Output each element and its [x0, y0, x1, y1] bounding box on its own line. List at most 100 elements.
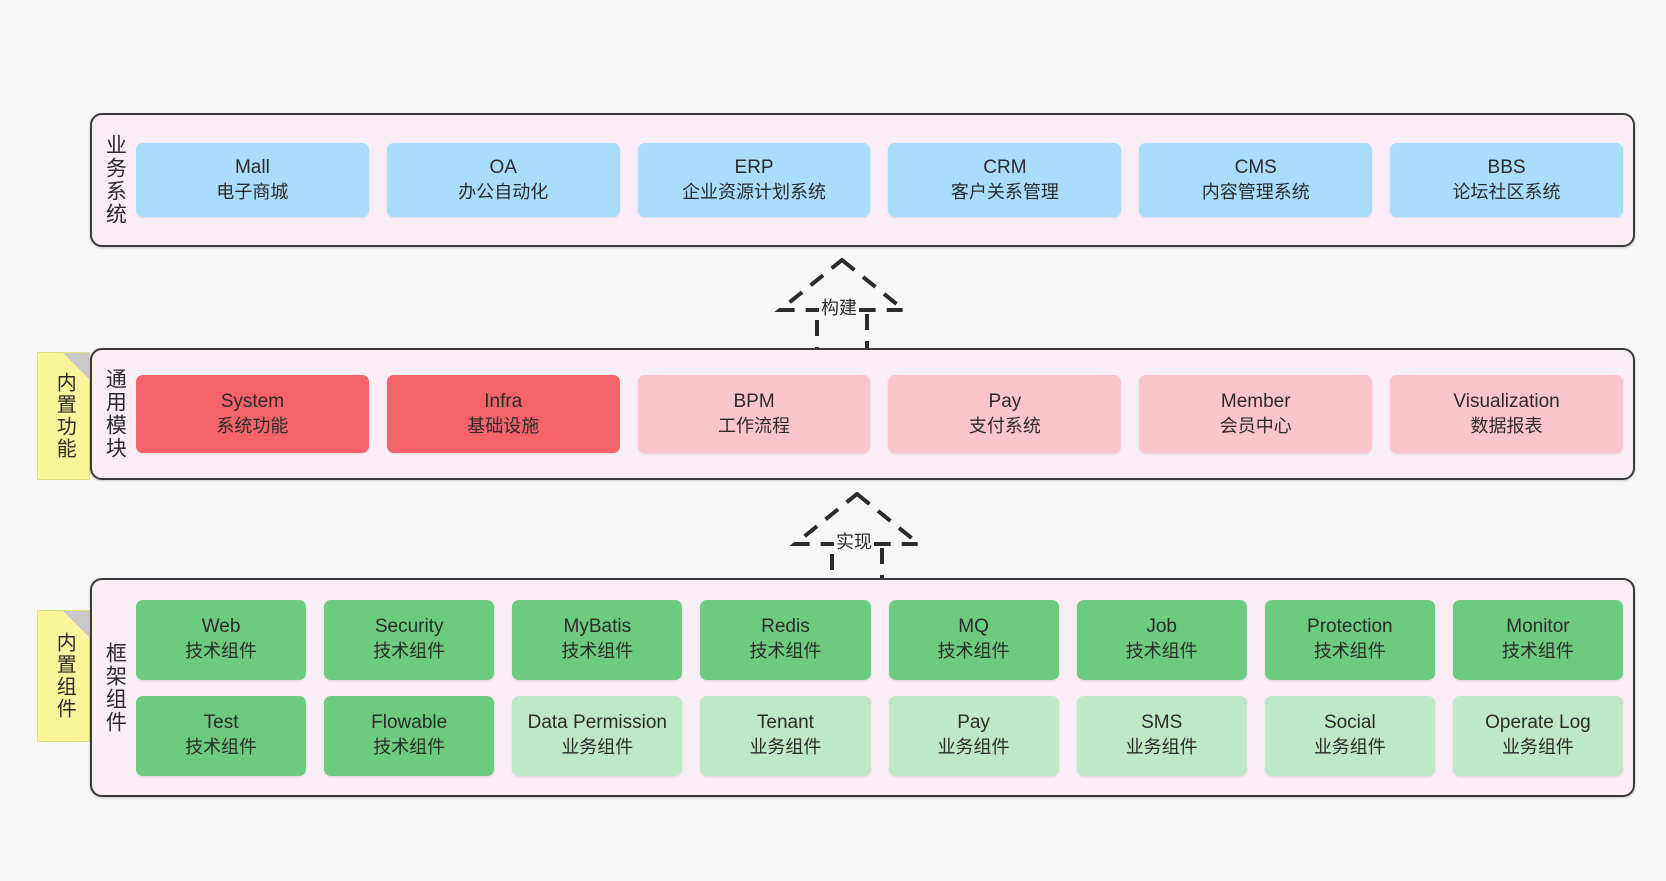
component-desc: 业务组件	[749, 737, 822, 758]
connector-build-label: 构建	[819, 294, 859, 320]
component-desc: 支付系统	[968, 415, 1041, 436]
component-desc: 业务组件	[1125, 737, 1198, 758]
component-name: Job	[1146, 616, 1177, 638]
component-name: CMS	[1234, 156, 1277, 178]
component-name: OA	[489, 156, 517, 178]
component-box[interactable]: BPM 工作流程	[637, 375, 871, 453]
component-name: Redis	[761, 616, 810, 638]
sticky-note-builtin-component-label: 内置组件	[53, 632, 76, 720]
page-fold-icon	[63, 611, 89, 637]
layer-body-common-modules: System 系统功能 Infra 基础设施 BPM 工作流程 Pay 支付系统 Member 会…	[136, 350, 1633, 478]
component-name: Web	[201, 616, 241, 638]
component-desc: 业务组件	[561, 737, 634, 758]
component-name: Security	[374, 616, 444, 638]
component-box[interactable]: Operate Log 业务组件	[1452, 695, 1623, 776]
component-desc: 业务组件	[937, 737, 1010, 758]
component-box[interactable]: Social 业务组件	[1264, 695, 1435, 776]
layer-title-framework-components: 框架组件	[103, 641, 127, 734]
component-box[interactable]: BBS 论坛社区系统	[1390, 143, 1623, 217]
component-box[interactable]: Monitor 技术组件	[1452, 599, 1623, 680]
component-desc: 技术组件	[1501, 641, 1574, 662]
layer-title-common-modules: 通用模块	[103, 368, 127, 460]
component-box[interactable]: Web 技术组件	[136, 599, 307, 680]
component-name: Protection	[1307, 616, 1393, 638]
component-name: MQ	[958, 616, 989, 638]
connector-realize: 实现	[772, 492, 942, 588]
component-box[interactable]: Tenant 业务组件	[700, 695, 871, 776]
component-box[interactable]: Pay 支付系统	[888, 375, 1122, 453]
component-box[interactable]: Member 会员中心	[1139, 375, 1373, 453]
component-name: Data Permission	[527, 712, 667, 734]
sticky-note-builtin-component: 内置组件	[37, 610, 90, 742]
component-desc: 技术组件	[1125, 641, 1198, 662]
component-box[interactable]: CMS 内容管理系统	[1139, 143, 1373, 217]
component-desc: 业务组件	[1313, 737, 1386, 758]
component-box[interactable]: System 系统功能	[136, 375, 369, 453]
component-desc: 客户关系管理	[950, 181, 1059, 202]
component-desc: 工作流程	[718, 415, 791, 436]
component-box[interactable]: Redis 技术组件	[700, 599, 871, 680]
component-box[interactable]: Data Permission 业务组件	[512, 695, 683, 776]
connector-build: 构建	[757, 258, 927, 354]
component-desc: 会员中心	[1219, 415, 1292, 436]
component-box[interactable]: Visualization 数据报表	[1390, 375, 1623, 453]
component-name: Monitor	[1506, 616, 1570, 638]
component-box[interactable]: Security 技术组件	[324, 599, 495, 680]
component-box[interactable]: Pay 业务组件	[888, 695, 1059, 776]
component-desc: 内容管理系统	[1201, 181, 1310, 202]
component-name: Social	[1323, 712, 1376, 734]
component-desc: 技术组件	[937, 641, 1010, 662]
sticky-note-builtin-function-label: 内置功能	[53, 372, 76, 460]
component-box[interactable]: ERP 企业资源计划系统	[637, 143, 871, 217]
component-name: Infra	[484, 390, 523, 412]
component-name: Visualization	[1453, 390, 1560, 412]
component-box[interactable]: MQ 技术组件	[888, 599, 1059, 680]
component-box[interactable]: Infra 基础设施	[386, 375, 620, 453]
component-name: Pay	[988, 390, 1022, 412]
component-desc: 技术组件	[373, 737, 446, 758]
page-fold-icon	[63, 353, 89, 379]
component-box[interactable]: Job 技术组件	[1076, 599, 1247, 680]
component-desc: 数据报表	[1470, 415, 1543, 436]
component-name: System	[220, 390, 285, 412]
component-desc: 电子商城	[216, 181, 289, 202]
component-name: Mall	[234, 156, 270, 178]
component-name: MyBatis	[563, 616, 632, 638]
component-desc: 技术组件	[185, 641, 258, 662]
component-desc: 企业资源计划系统	[682, 181, 827, 202]
component-desc: 技术组件	[749, 641, 822, 662]
connector-realize-label: 实现	[834, 528, 874, 554]
component-name: BBS	[1487, 156, 1526, 178]
component-name: CRM	[983, 156, 1027, 178]
component-name: BPM	[733, 390, 775, 412]
component-box[interactable]: Mall 电子商城	[136, 143, 369, 217]
component-name: Pay	[957, 712, 990, 734]
component-desc: 系统功能	[216, 415, 289, 436]
component-name: Tenant	[756, 712, 814, 734]
component-box[interactable]: CRM 客户关系管理	[888, 143, 1122, 217]
layer-common-modules: 通用模块 System 系统功能 Infra 基础设施 BPM 工作流程 Pay 支付系统 Me…	[90, 348, 1635, 480]
component-desc: 技术组件	[373, 641, 446, 662]
component-name: Test	[203, 712, 239, 734]
layer-title-business-system: 业务系统	[103, 134, 127, 226]
box-row: System 系统功能 Infra 基础设施 BPM 工作流程 Pay 支付系统 Member 会…	[136, 375, 1623, 453]
component-name: Member	[1220, 390, 1291, 412]
component-desc: 基础设施	[467, 415, 540, 436]
component-name: ERP	[734, 156, 774, 178]
component-desc: 论坛社区系统	[1452, 181, 1561, 202]
component-name: Operate Log	[1485, 712, 1591, 734]
component-desc: 业务组件	[1501, 737, 1574, 758]
